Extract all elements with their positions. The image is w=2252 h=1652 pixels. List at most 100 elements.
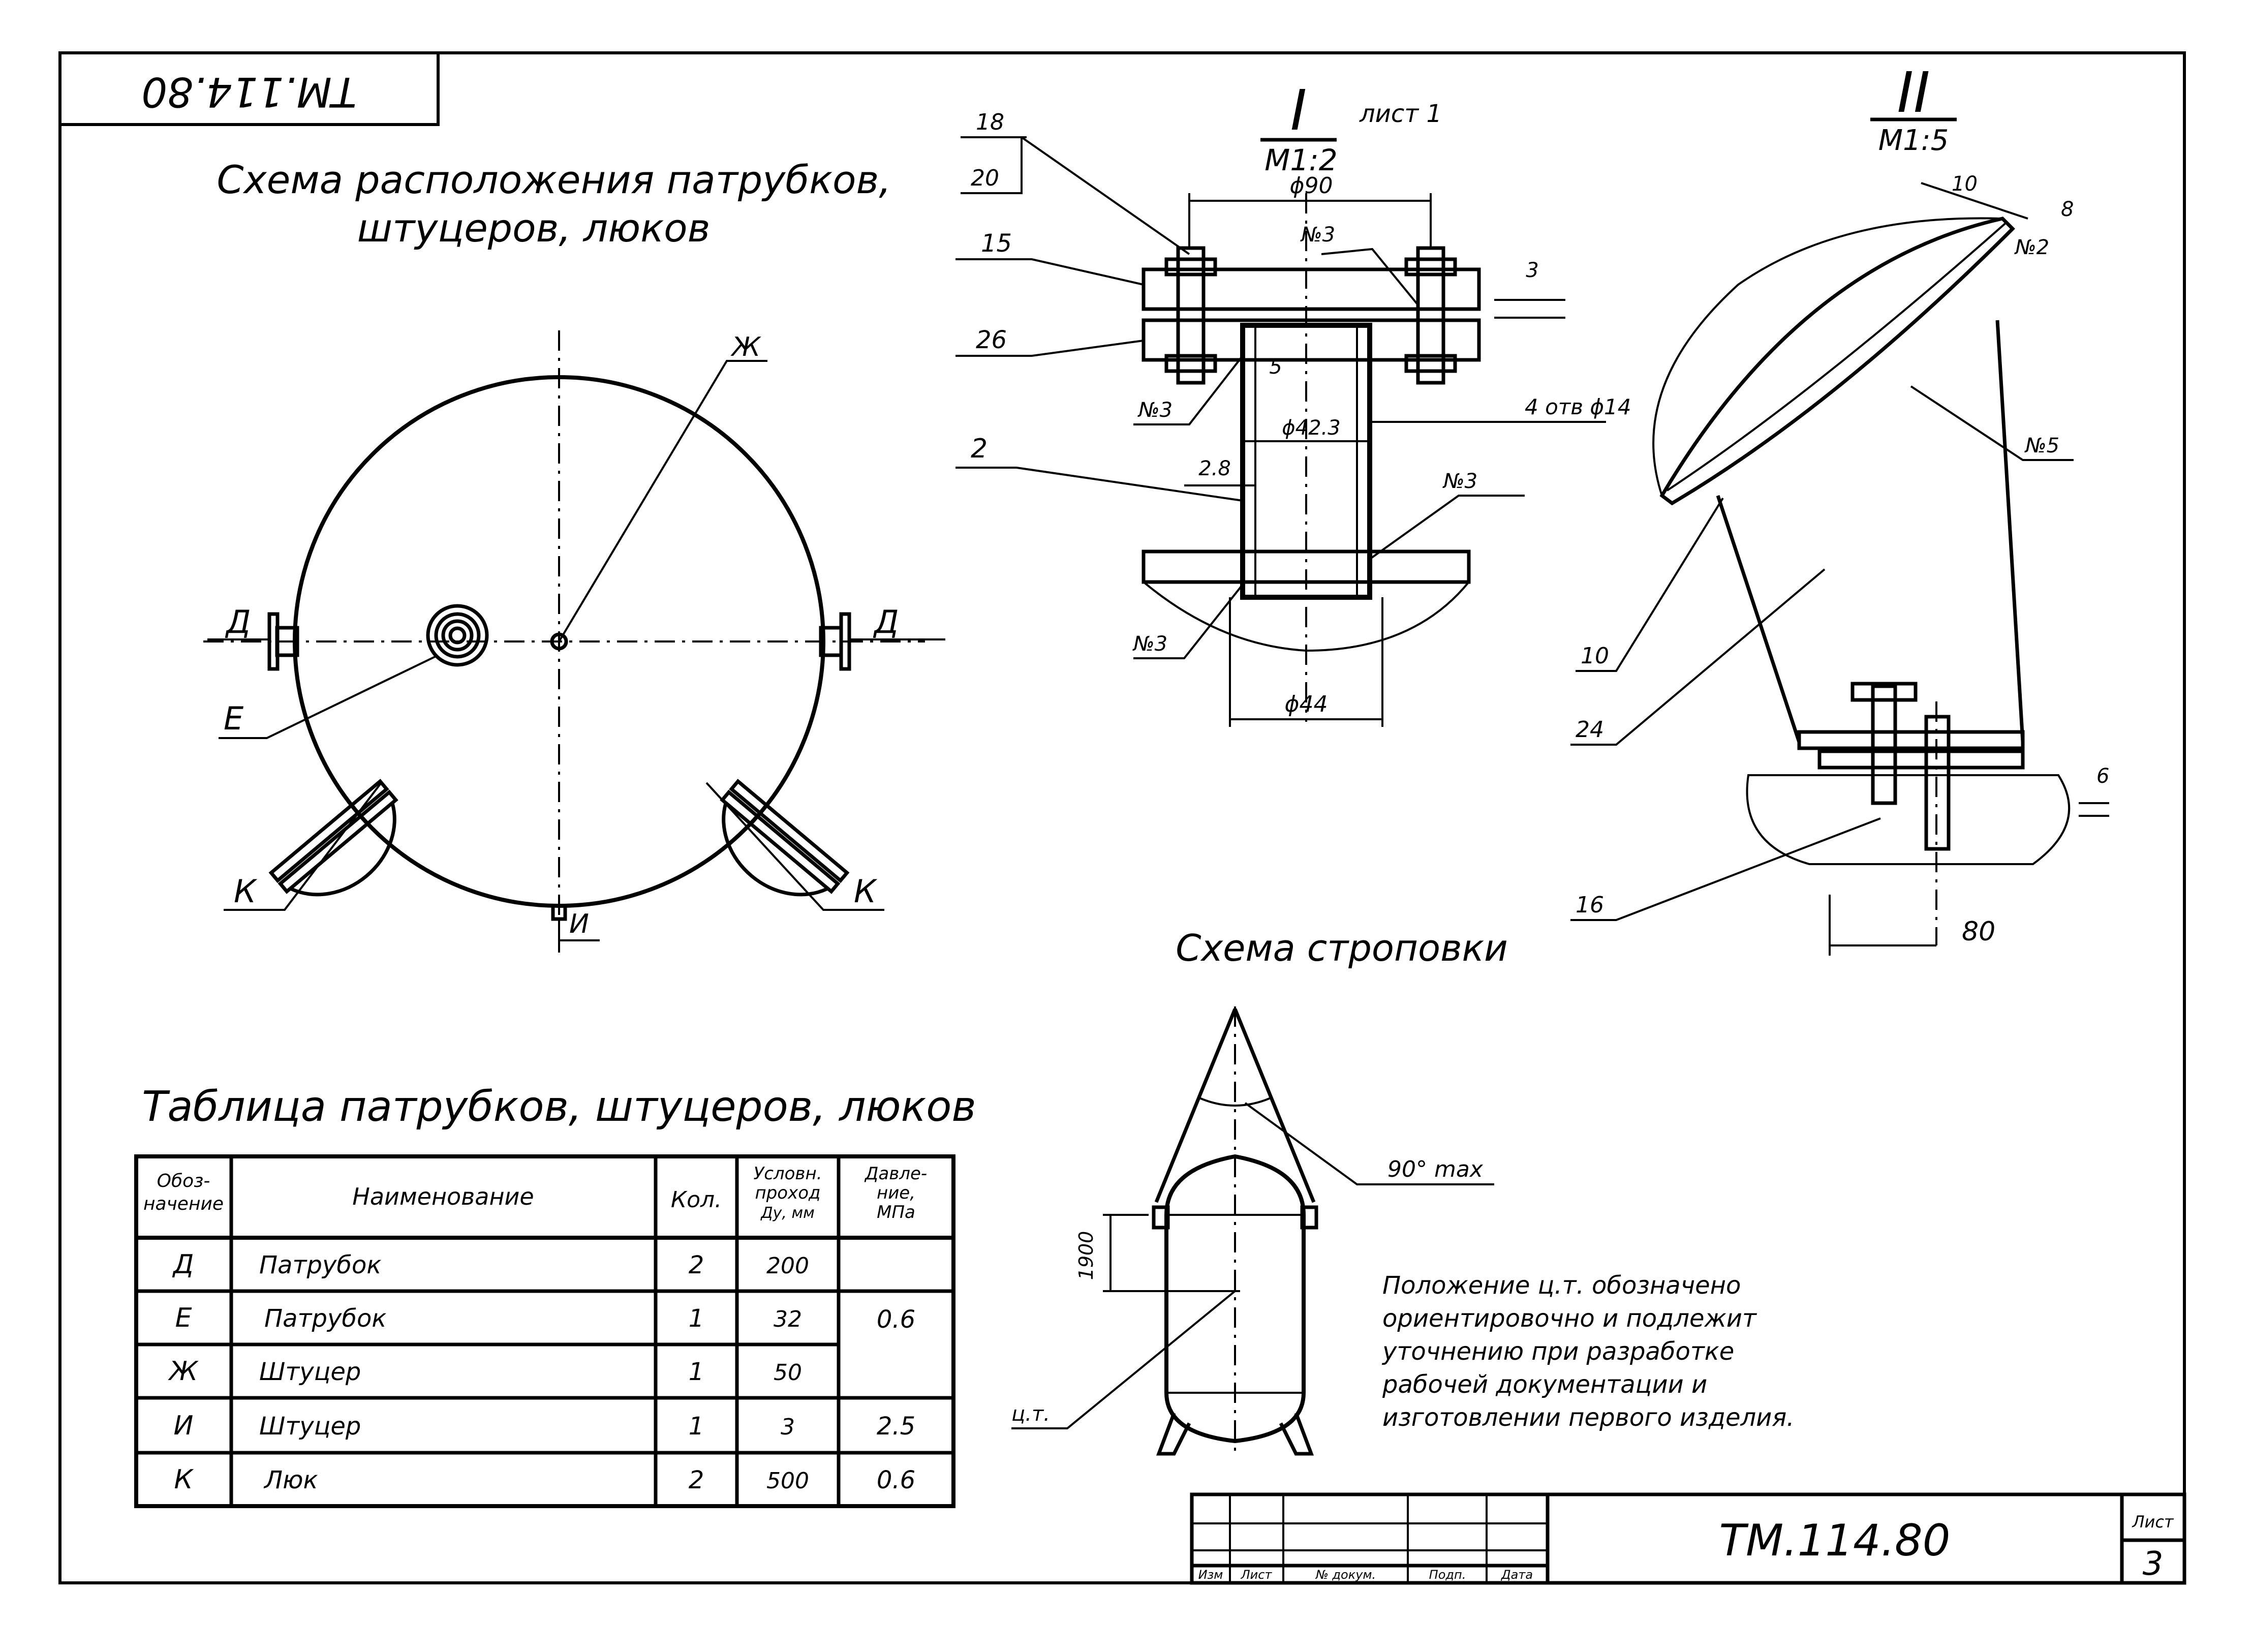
note-line-4: рабочей документации и (1382, 1370, 1707, 1399)
tb-col-list: Лист (1241, 1568, 1273, 1582)
row-qty: 2 (689, 1251, 704, 1279)
tb-code: ТМ.114.80 (1719, 1515, 1951, 1566)
table-row: Ж Штуцер 1 50 (168, 1356, 802, 1387)
nozzle-table: Таблица патрубков, штуцеров, люков Обоз-… (134, 1083, 976, 1508)
detail1-sheet-ref: лист 1 (1359, 100, 1442, 128)
table-header-name: Наименование (352, 1183, 534, 1210)
corner-stamp-code: ТМ.114.80 (141, 68, 356, 115)
detail2-dim-10: 10 (1952, 172, 1978, 196)
tb-sheet-label: Лист (2132, 1512, 2174, 1532)
row-dn: 32 (774, 1306, 802, 1332)
slinging-scheme: Схема строповки 90° max 1900 ц.т. Положе… (1011, 927, 1795, 1456)
note-line-5: изготовлении первого изделия. (1382, 1403, 1795, 1432)
table-header-pressure-2: ние, (877, 1183, 915, 1203)
table-header-qty: Кол. (671, 1187, 722, 1213)
detail1-dim-d44: ϕ44 (1284, 691, 1328, 717)
detail2-dim-6: 6 (2096, 764, 2109, 788)
table-row: Е Патрубок 1 32 (175, 1303, 802, 1333)
pressure-i: 2.5 (877, 1412, 915, 1441)
manhole-k-right (720, 779, 850, 897)
sling-dim-1900: 1900 (1075, 1231, 1097, 1280)
row-name: Люк (263, 1466, 318, 1494)
sling-cg-label: ц.т. (1011, 1402, 1050, 1426)
detail1-weld-left: №3 (1137, 399, 1173, 422)
detail1-dim-5: 5 (1269, 355, 1282, 379)
row-name: Патрубок (264, 1304, 386, 1333)
detail1-weld-bottom: №3 (1132, 632, 1167, 656)
detail1-scale: М1:2 (1264, 143, 1337, 177)
detail1-weld-right: №3 (1442, 470, 1477, 493)
detail2-roman: II (1897, 60, 1930, 125)
label-i: И (569, 909, 589, 939)
note-line-3: уточнению при разработке (1381, 1337, 1734, 1366)
row-name: Патрубок (259, 1251, 381, 1279)
detail1-pos-26: 26 (976, 326, 1007, 354)
table-row: К Люк 2 500 (174, 1464, 809, 1495)
detail1-dim-d90: ϕ90 (1289, 173, 1333, 199)
detail2-pos-16: 16 (1576, 892, 1604, 918)
nozzle-arrangement-scheme: Схема расположения патрубков, штуцеров, … (203, 157, 945, 956)
label-e: Е (224, 700, 244, 737)
detail2-pos-24: 24 (1576, 717, 1604, 743)
table-header-pressure-3: МПа (877, 1202, 915, 1222)
table-header-dn-3: Ду, мм (760, 1204, 815, 1222)
title-block: Изм Лист № докум. Подп. Дата ТМ.114.80 Л… (1190, 1492, 2186, 1585)
table-title: Таблица патрубков, штуцеров, люков (142, 1083, 976, 1131)
sling-angle: 90° max (1387, 1156, 1484, 1182)
pressure-d-e-zh: 0.6 (877, 1305, 915, 1334)
detail2-dim-80: 80 (1962, 916, 1995, 947)
row-dn: 200 (766, 1253, 809, 1279)
sling-title: Схема строповки (1176, 927, 1508, 969)
detail2-weld-2: №2 (2014, 236, 2049, 259)
detail1-pos-20: 20 (971, 165, 999, 191)
row-dn: 3 (781, 1414, 795, 1440)
detail1-holes: 4 отв ϕ14 (1525, 394, 1631, 419)
detail2-pos-10: 10 (1581, 643, 1609, 669)
note-line-2: ориентировочно и подлежит (1382, 1304, 1757, 1333)
note-line-1: Положение ц.т. обозначено (1382, 1271, 1741, 1300)
row-qty: 1 (689, 1304, 704, 1333)
scheme-title-line1: Схема расположения патрубков, (217, 157, 891, 202)
table-header-designation-2: начение (143, 1194, 224, 1214)
detail2-weld-5: №5 (2024, 434, 2059, 457)
label-k-left: К (234, 873, 258, 910)
table-header-pressure-1: Давле- (864, 1164, 927, 1184)
label-d-right: Д (873, 603, 899, 640)
table-header-dn-2: проход (755, 1183, 820, 1203)
table-header-designation-1: Обоз- (157, 1171, 210, 1191)
detail1-pos-18: 18 (976, 109, 1004, 135)
detail1-weld-top: №3 (1300, 223, 1335, 247)
pressure-k: 0.6 (877, 1466, 915, 1494)
label-d-left: Д (225, 603, 251, 640)
table-header-dn-1: Условн. (753, 1164, 822, 1184)
sling-note: Положение ц.т. обозначено ориентировочно… (1381, 1271, 1795, 1432)
manhole-cover (1659, 217, 2015, 506)
row-code: Ж (168, 1356, 199, 1387)
tb-col-doc: № докум. (1315, 1568, 1376, 1582)
row-code: Е (175, 1303, 192, 1333)
detail1-roman: I (1290, 78, 1307, 143)
fitting-zh (550, 632, 568, 651)
scheme-title-line2: штуцеров, люков (357, 205, 711, 251)
manhole-k-left (268, 779, 398, 897)
row-qty: 1 (689, 1358, 704, 1386)
tb-col-date: Дата (1501, 1568, 1533, 1582)
row-dn: 500 (766, 1468, 809, 1494)
detail1-dim-28: 2.8 (1198, 457, 1231, 480)
detail-1: I лист 1 М1:2 ϕ90 ϕ42.3 ϕ44 (955, 78, 1631, 727)
row-code: И (174, 1411, 194, 1441)
tb-sheet-no: 3 (2143, 1545, 2164, 1583)
table-row: Д Патрубок 2 200 (172, 1249, 809, 1280)
label-zh: Ж (730, 332, 761, 362)
detail1-pos-15: 15 (981, 229, 1012, 258)
row-qty: 2 (689, 1466, 704, 1494)
detail1-dim-d42: ϕ42.3 (1282, 416, 1340, 440)
row-dn: 50 (774, 1360, 802, 1386)
detail2-dim-8: 8 (2061, 198, 2074, 221)
sheet-frame (58, 51, 2186, 1584)
row-qty: 1 (689, 1412, 704, 1441)
detail-2: II М1:5 10 8 №2 №5 6 80 10 24 (1570, 60, 2109, 956)
row-code: К (174, 1464, 194, 1495)
tb-col-sign: Подп. (1429, 1568, 1466, 1582)
